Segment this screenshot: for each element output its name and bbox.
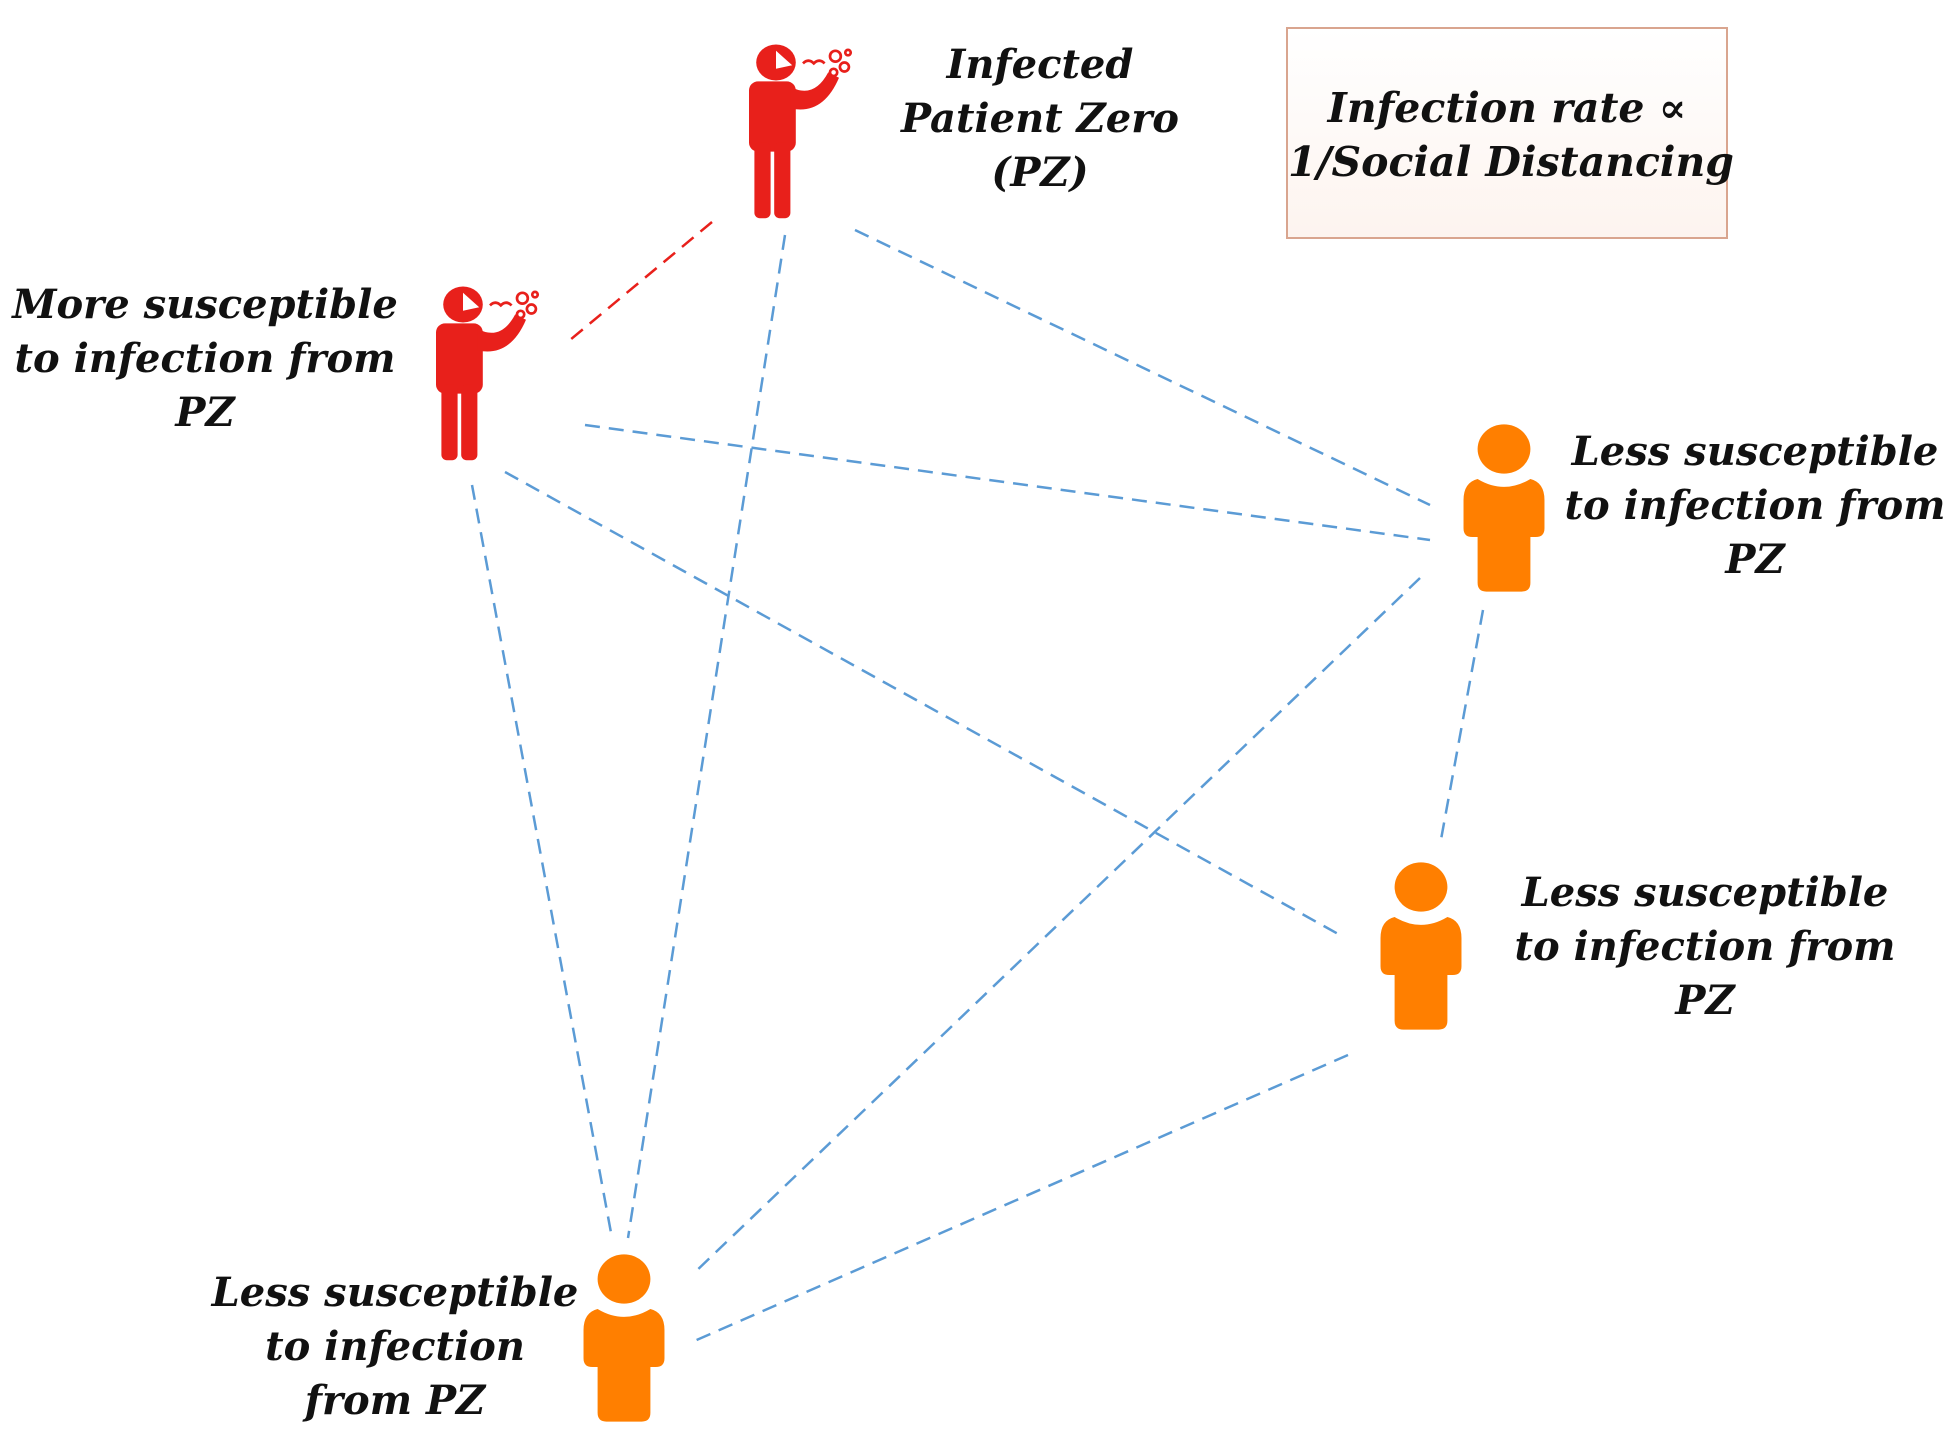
- formula-line: 1/Social Distancing: [1288, 138, 1734, 186]
- label-line: Less susceptible: [211, 1269, 579, 1316]
- formula-box: Infection rate ∝ 1/Social Distancing: [1286, 27, 1734, 239]
- label-line: Infected: [946, 41, 1134, 88]
- person-icon: [1463, 424, 1545, 592]
- less-susceptible-right-label: Less susceptible to infection from PZ: [1560, 425, 1949, 587]
- edge-less-susceptible-right-to-less-susceptible-bottom: [691, 577, 1421, 1276]
- label-line: Less susceptible: [1571, 428, 1939, 475]
- label-line: (PZ): [991, 149, 1089, 196]
- edge-patient-zero-to-more-susceptible: [569, 221, 713, 341]
- label-line: Patient Zero: [901, 95, 1179, 142]
- patient-zero-label: Infected Patient Zero (PZ): [880, 38, 1200, 200]
- label-line: from PZ: [304, 1377, 486, 1424]
- edge-patient-zero-to-less-susceptible-right: [854, 228, 1431, 507]
- coughing-person-icon: [434, 285, 540, 462]
- label-line: to infection: [265, 1323, 525, 1370]
- edge-more-susceptible-to-less-susceptible-right: [584, 423, 1431, 542]
- label-line: More susceptible: [12, 281, 398, 328]
- person-icon: [1380, 862, 1462, 1030]
- person-icon: [583, 1254, 665, 1422]
- edge-less-susceptible-right-to-less-susceptible-middle: [1438, 609, 1485, 846]
- label-line: PZ: [1675, 977, 1735, 1024]
- formula-line: Infection rate ∝: [1327, 84, 1687, 132]
- label-line: to infection from: [1514, 923, 1896, 970]
- edge-more-susceptible-to-less-susceptible-middle: [504, 470, 1341, 937]
- less-susceptible-middle-label: Less susceptible to infection from PZ: [1510, 866, 1900, 1028]
- edge-more-susceptible-to-less-susceptible-bottom: [470, 484, 614, 1239]
- label-line: to infection from: [14, 335, 396, 382]
- less-susceptible-bottom-label: Less susceptible to infection from PZ: [205, 1266, 585, 1428]
- edge-less-susceptible-middle-to-less-susceptible-bottom: [691, 1053, 1349, 1344]
- edge-patient-zero-to-less-susceptible-bottom: [626, 234, 787, 1239]
- label-line: PZ: [175, 389, 235, 436]
- label-line: Less susceptible: [1521, 869, 1889, 916]
- label-line: to infection from: [1564, 482, 1946, 529]
- label-line: PZ: [1725, 536, 1785, 583]
- coughing-person-icon: [747, 43, 853, 220]
- more-susceptible-label: More susceptible to infection from PZ: [10, 278, 400, 440]
- formula-text: Infection rate ∝ 1/Social Distancing: [1288, 81, 1734, 189]
